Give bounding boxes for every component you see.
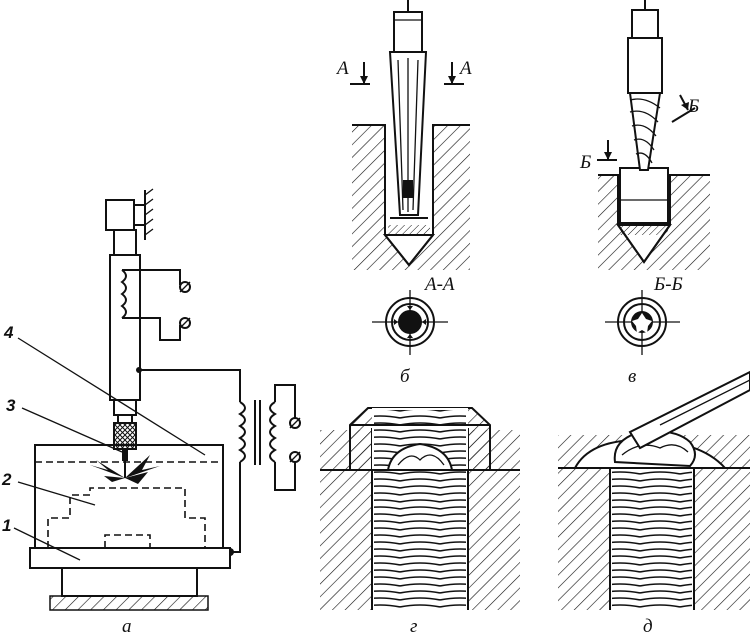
- callout-3: 3: [6, 396, 16, 415]
- panel-a-machine-schematic: [13, 188, 301, 611]
- caption-d: д: [643, 616, 653, 636]
- caption-g: г: [410, 616, 417, 636]
- caption-b: б: [400, 366, 411, 387]
- panel-v-electrode: [597, 0, 710, 355]
- callout-1: 1: [2, 516, 11, 535]
- section-mark-b-left: Б: [579, 152, 591, 173]
- panel-g-bolt-with-nut: [320, 407, 520, 610]
- panel-b-electrode: [350, 0, 470, 355]
- section-mark-b-right: Б: [687, 96, 699, 117]
- callout-4: 4: [3, 323, 14, 342]
- section-title-a-a: А-А: [423, 274, 455, 295]
- callout-2: 2: [1, 470, 12, 489]
- section-mark-a-left: А: [335, 58, 349, 79]
- caption-v: в: [628, 366, 636, 387]
- section-mark-a-right: А: [458, 58, 472, 79]
- section-title-b-b: Б-Б: [653, 274, 683, 295]
- caption-a: а: [122, 616, 132, 636]
- panel-d-welded-rod: [558, 370, 750, 610]
